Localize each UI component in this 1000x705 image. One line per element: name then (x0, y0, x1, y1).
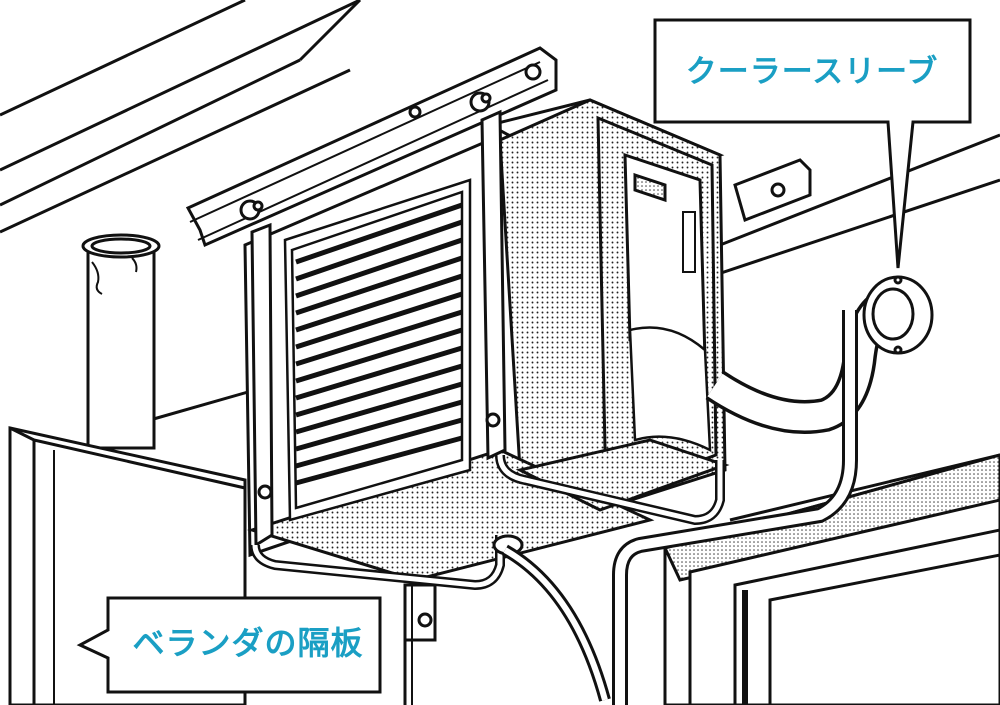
door-frame (662, 453, 1000, 705)
callout-bubble-sleeve (653, 18, 972, 269)
cooler-sleeve-ring (862, 275, 934, 355)
grille-slats (295, 202, 463, 486)
drain-hose (492, 534, 611, 702)
cooler-sleeve-label: クーラースリーブ (685, 54, 939, 90)
rear-rail-bracket (733, 158, 812, 222)
ceiling-beams (0, 0, 362, 234)
bracket-arms (250, 109, 725, 591)
mount-bracket-rail (185, 46, 558, 248)
vertical-pipe (81, 233, 161, 450)
callout-bubble-partition (76, 596, 382, 694)
veranda-partition-label: ベランダの隔板 (132, 624, 364, 662)
